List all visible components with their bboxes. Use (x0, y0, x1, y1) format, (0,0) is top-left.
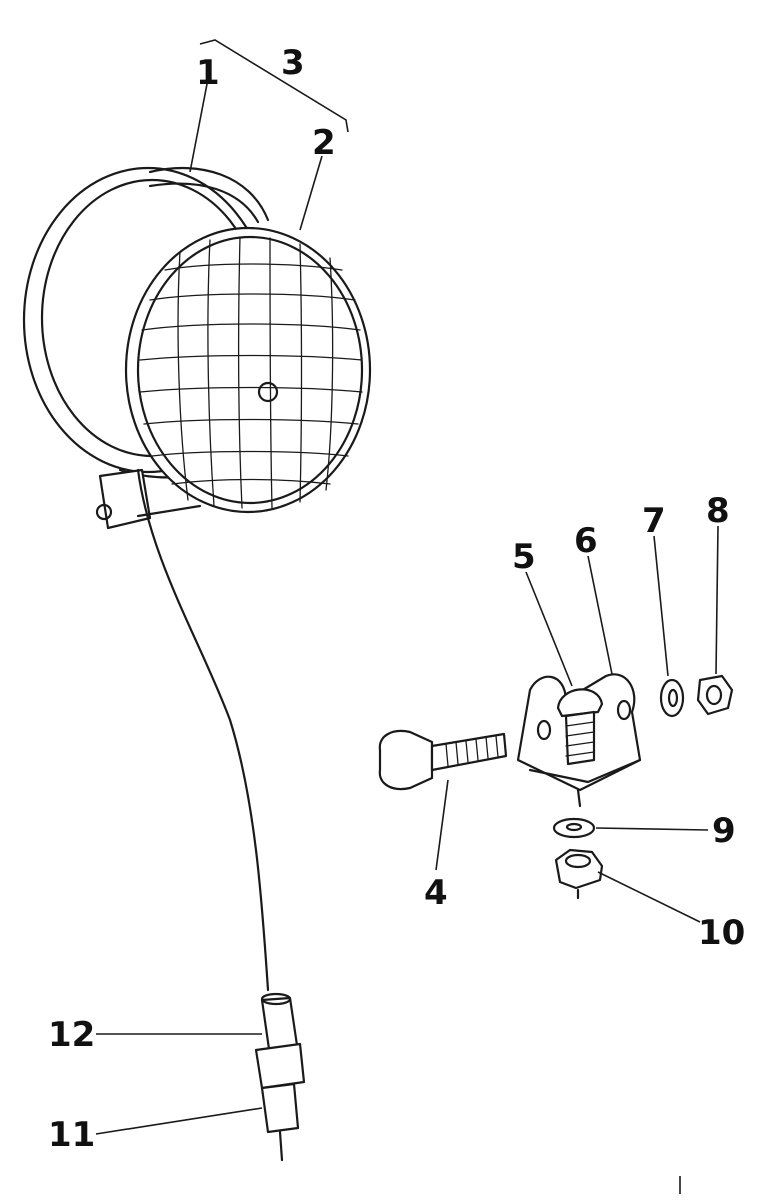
carriage-bolt (556, 688, 604, 808)
callout-9: 9 (712, 811, 736, 851)
callout-1: 1 (196, 53, 220, 93)
bolt (378, 729, 508, 791)
callout-11: 11 (48, 1115, 95, 1155)
leader-lines (95, 39, 719, 1194)
mounting-tab (95, 468, 202, 530)
callout-4: 4 (424, 873, 448, 913)
hex-nut-lower (554, 848, 604, 900)
callout-10: 10 (698, 913, 745, 953)
callout-numbers: 1 2 3 4 5 6 7 8 9 10 11 12 (48, 43, 745, 1155)
leader-5 (525, 571, 573, 687)
connector-collar (254, 1042, 306, 1090)
leader-9 (595, 827, 709, 831)
bracket-hardware (378, 673, 734, 900)
callout-8: 8 (706, 491, 730, 531)
lock-washer (659, 678, 685, 718)
leader-10 (597, 871, 701, 923)
leader-11 (95, 1107, 263, 1135)
lamp-assembly (22, 166, 372, 992)
wire-connector (254, 992, 306, 1162)
callout-2: 2 (312, 123, 336, 163)
lens-grid (139, 236, 363, 509)
hex-nut-upper (696, 674, 734, 716)
leader-6 (587, 555, 613, 675)
flat-washer (552, 817, 596, 839)
leader-1 (189, 83, 208, 173)
leader-2 (299, 155, 323, 231)
callout-3: 3 (281, 43, 305, 83)
leader-7 (653, 535, 669, 677)
leader-8 (715, 525, 719, 675)
bracket-3 (199, 39, 349, 133)
leader-4 (435, 779, 449, 871)
callout-6: 6 (574, 521, 598, 561)
lamp-lens (124, 226, 372, 514)
connector-plug (260, 1082, 300, 1134)
wire-lead (136, 468, 270, 992)
callout-5: 5 (512, 537, 536, 577)
callout-12: 12 (48, 1015, 95, 1055)
callout-7: 7 (642, 501, 666, 541)
